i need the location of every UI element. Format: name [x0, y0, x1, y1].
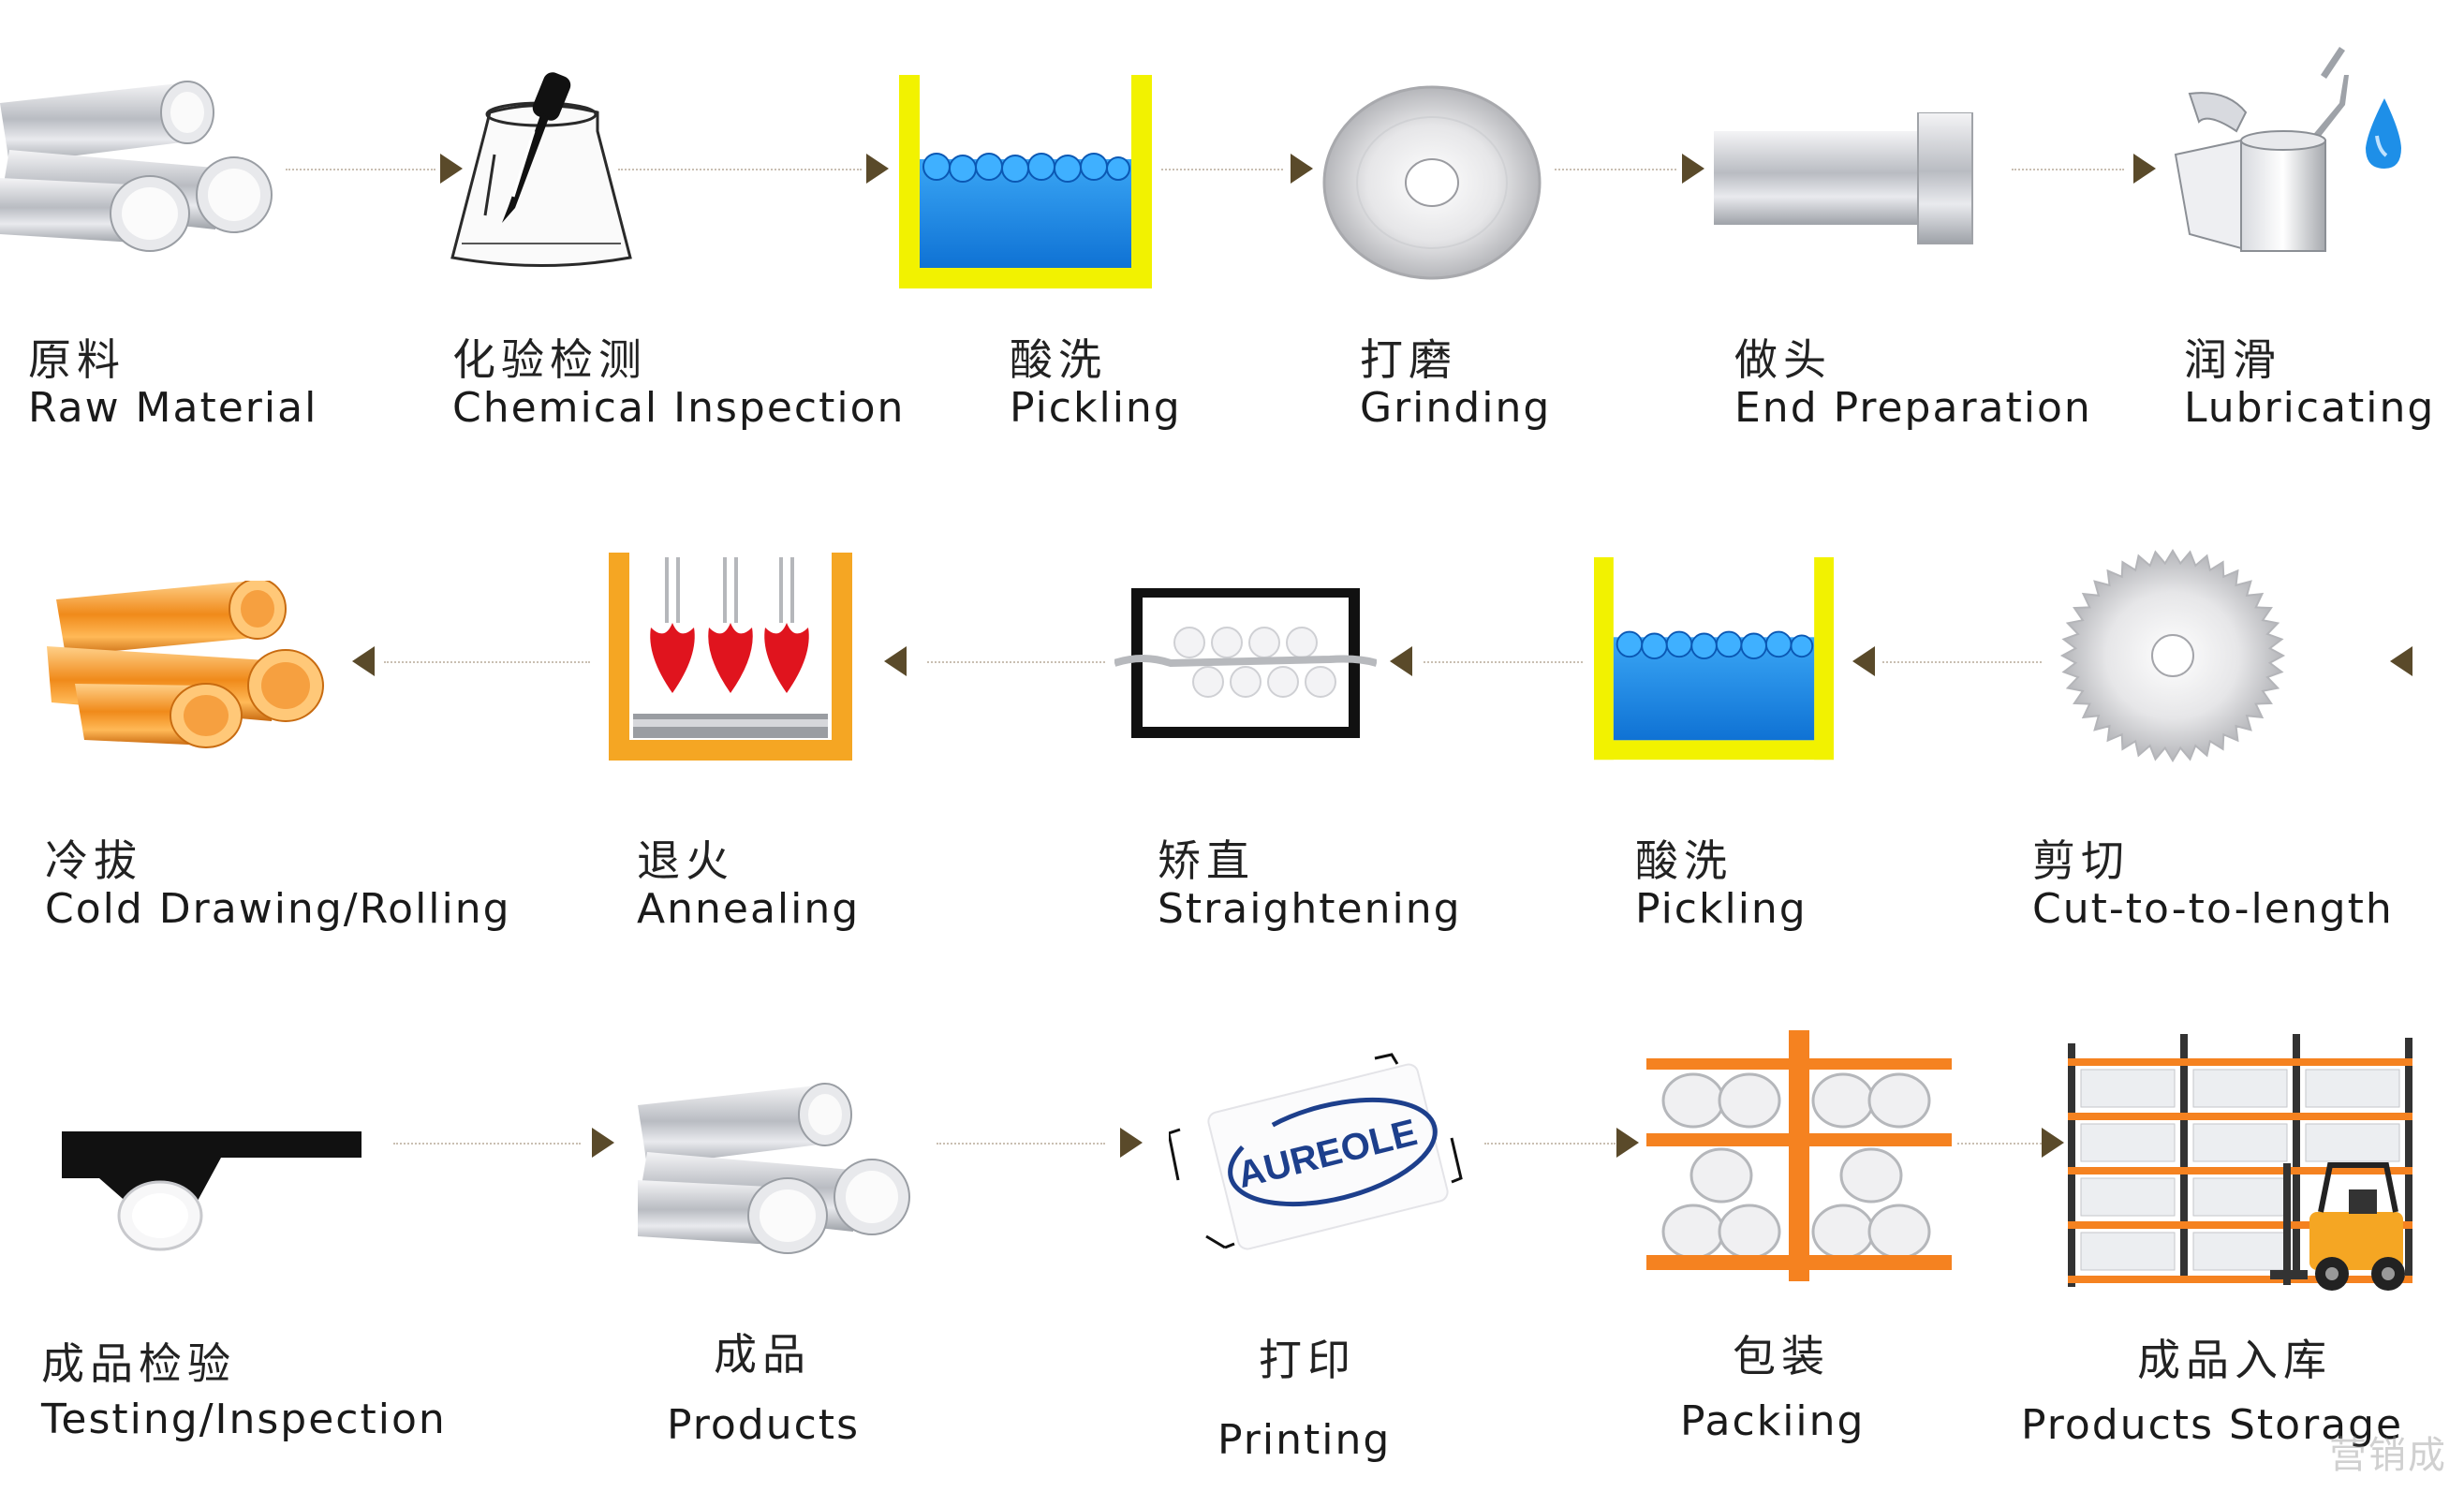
- step-label-zh: 打磨: [1360, 334, 1457, 385]
- step-label-en: Printing: [1217, 1416, 1392, 1464]
- step-label-zh: 包装: [1733, 1331, 1830, 1381]
- arrow-right-icon: [1682, 154, 1704, 184]
- step-label-en: Grinding: [1360, 384, 1552, 432]
- flow-connector: [927, 661, 1105, 665]
- flow-connector: [1957, 1143, 2042, 1146]
- straightening-machine-icon: [1114, 588, 1377, 738]
- flow-connector: [393, 1143, 581, 1146]
- arrow-right-icon: [592, 1128, 614, 1158]
- testing-clamp-icon: [62, 1131, 361, 1251]
- arrow-right-icon: [2042, 1128, 2064, 1158]
- arrow-right-icon: [866, 154, 889, 184]
- step-label-zh: 打印: [1259, 1335, 1356, 1385]
- beaker-dropper-icon: [450, 72, 632, 267]
- step-label-en: Raw Material: [28, 384, 318, 432]
- flow-connector: [1882, 661, 2042, 665]
- arrow-left-icon: [1852, 646, 1875, 676]
- step-label-zh: 润滑: [2184, 334, 2281, 385]
- step-label-en: Pickling: [1635, 885, 1807, 933]
- step-label-en: Annealing: [637, 885, 861, 933]
- step-label-en: Products: [667, 1401, 860, 1449]
- flow-connector: [1424, 661, 1583, 665]
- step-label-zh: 化验检测: [452, 334, 647, 385]
- arrow-left-icon: [1390, 646, 1412, 676]
- step-label-en: End Preparation: [1734, 384, 2092, 432]
- step-label-zh: 剪切: [2032, 835, 2130, 886]
- acid-tank-icon: [899, 75, 1152, 288]
- step-label-en: Chemical Inspection: [452, 384, 906, 432]
- arrow-left-icon: [352, 646, 375, 676]
- step-label-en: Lubricating: [2184, 384, 2436, 432]
- step-label-en: Packiing: [1680, 1397, 1866, 1445]
- step-label-en: Testing/Inspection: [41, 1396, 447, 1443]
- step-label-en: Straightening: [1158, 885, 1462, 933]
- arrow-right-icon: [440, 154, 463, 184]
- arrow-right-icon: [2133, 154, 2156, 184]
- step-label-zh: 成品入库: [2137, 1335, 2332, 1385]
- acid-tank-icon: [1594, 556, 1834, 761]
- step-label-en: Pickling: [1010, 384, 1182, 432]
- flow-connector: [2012, 169, 2124, 172]
- step-label-zh: 酸洗: [1010, 334, 1107, 385]
- saw-blade-icon: [2059, 548, 2286, 763]
- pipe-bundle-icon: [0, 81, 273, 252]
- flow-connector: [937, 1143, 1105, 1146]
- step-label-zh: 退火: [637, 835, 734, 886]
- arrow-right-icon: [1120, 1128, 1143, 1158]
- step-label-zh: 做头: [1734, 334, 1832, 385]
- step-label-zh: 成品: [714, 1329, 811, 1380]
- grinding-disc-icon: [1322, 85, 1542, 280]
- pipe-end-icon: [1714, 112, 1973, 244]
- printed-label-icon: AUREOLE: [1169, 1053, 1463, 1250]
- annealing-furnace-icon: [609, 553, 852, 761]
- step-label-zh: 冷拔: [45, 835, 142, 886]
- flow-connector: [1161, 169, 1283, 172]
- step-label-en: Cut-to-to-length: [2032, 885, 2394, 933]
- pipe-bundle-icon: [638, 1083, 910, 1254]
- warehouse-forklift-icon: [2068, 1034, 2412, 1291]
- arrow-right-icon: [1291, 154, 1313, 184]
- step-label-zh: 原料: [28, 334, 125, 385]
- step-label-zh: 矫直: [1158, 835, 1255, 886]
- watermark-text: 营销成: [2329, 1434, 2447, 1477]
- arrow-left-icon: [884, 646, 907, 676]
- flow-connector: [1484, 1143, 1616, 1146]
- oil-can-icon: [2174, 47, 2401, 252]
- arrow-right-icon: [1616, 1128, 1639, 1158]
- step-label-zh: 成品检验: [41, 1338, 236, 1389]
- flow-connector: [286, 169, 435, 172]
- packing-rack-icon: [1646, 1030, 1952, 1281]
- step-label-en: Cold Drawing/Rolling: [45, 885, 511, 933]
- flow-connector: [384, 661, 590, 665]
- orange-pipes-icon: [47, 581, 324, 748]
- step-label-en: Products Storage: [2021, 1401, 2404, 1449]
- flow-connector: [618, 169, 862, 172]
- step-label-zh: 酸洗: [1635, 835, 1733, 886]
- flow-connector: [1555, 169, 1676, 172]
- arrow-left-icon: [2390, 646, 2412, 676]
